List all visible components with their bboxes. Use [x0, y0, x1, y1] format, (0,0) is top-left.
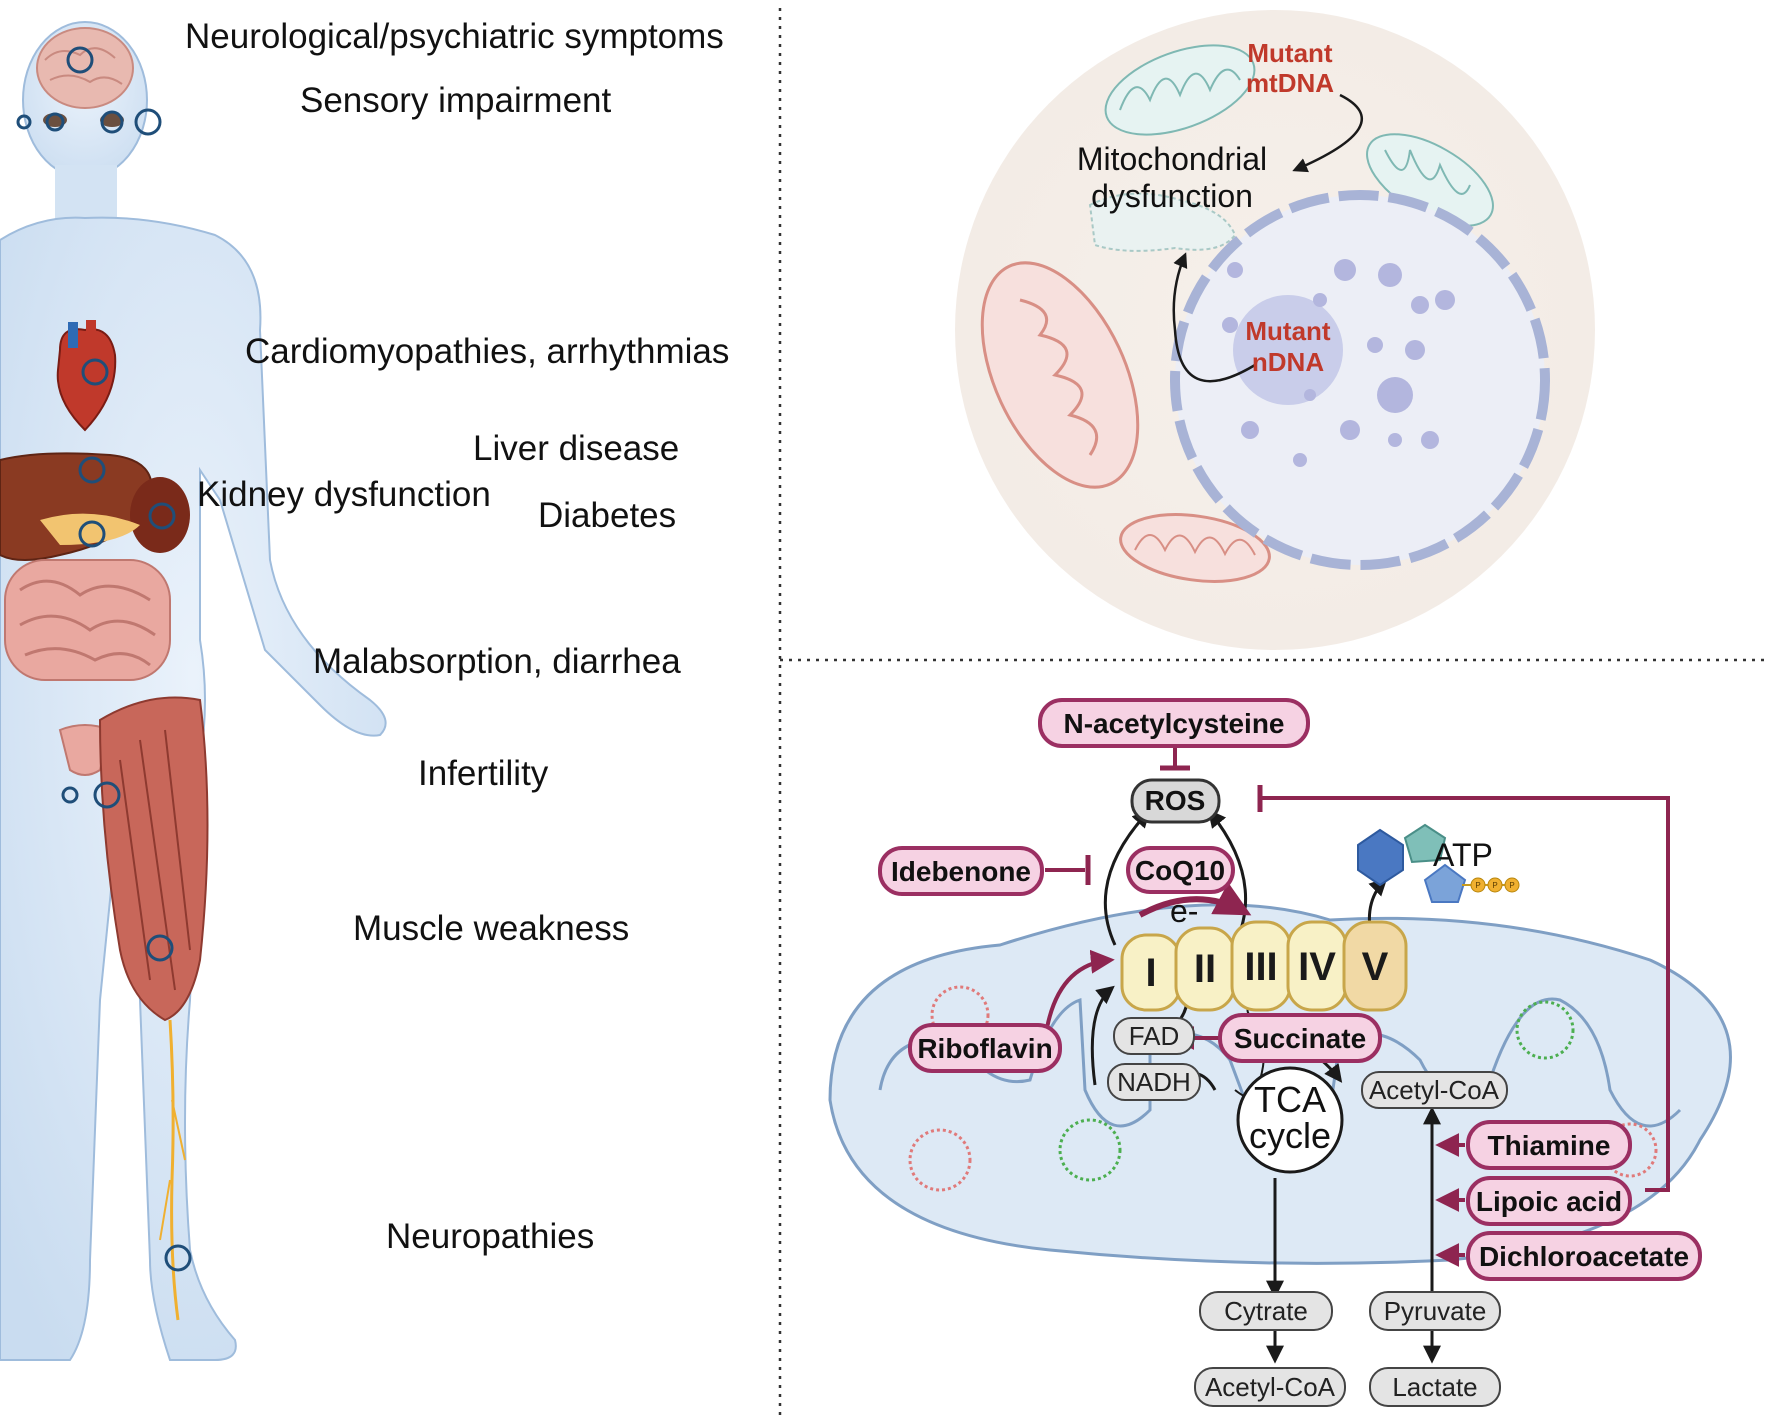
- drug-label-idebenone: Idebenone: [891, 856, 1031, 887]
- drug-label-coq10: CoQ10: [1135, 855, 1225, 886]
- metabolite-pills: ROS FAD NADH Acetyl-CoA Cytrate Acetyl-C…: [1107, 778, 1508, 1407]
- symptom-labels: Neurological/psychiatric symptoms Sensor…: [185, 17, 729, 1256]
- symptom-label-liver: Liver disease: [473, 429, 679, 468]
- cytrate-label: Cytrate: [1224, 1296, 1308, 1326]
- symptom-label-malabsorption: Malabsorption, diarrhea: [313, 642, 681, 681]
- complex-I-label: I: [1145, 951, 1156, 995]
- symptom-label-diabetes: Diabetes: [538, 496, 676, 535]
- cell-illustration: [955, 10, 1595, 650]
- drug-label-dichloroacetate: Dichloroacetate: [1479, 1241, 1689, 1272]
- phosphate-label-3: P: [1509, 881, 1514, 890]
- phosphate-label-1: P: [1475, 881, 1480, 890]
- drug-coq10: CoQ10: [1126, 846, 1235, 894]
- mutant-ndna-label-line1: Mutant: [1245, 316, 1331, 346]
- mtdna-circle-icon: [1602, 1122, 1658, 1178]
- electron-label: e-: [1170, 893, 1198, 929]
- symptom-leaders: [16, 46, 732, 1272]
- drug-succinate: Succinate: [1218, 1013, 1382, 1063]
- complex-V-label: V: [1362, 945, 1389, 989]
- drug-label-succinate: Succinate: [1234, 1023, 1366, 1054]
- symptom-label-cardio: Cardiomyopathies, arrhythmias: [245, 332, 729, 371]
- cytrate-pill: Cytrate: [1199, 1291, 1333, 1331]
- fad-label: FAD: [1129, 1021, 1180, 1051]
- tca-cycle-circle: [1236, 1066, 1344, 1174]
- mtdna-circle-icon: [1058, 1118, 1122, 1182]
- complex-IV-label: IV: [1298, 945, 1336, 989]
- atp-molecule-icon: P P P: [1357, 823, 1520, 903]
- acetyl-coa-top-label: Acetyl-CoA: [1369, 1075, 1500, 1105]
- drug-thiamine: Thiamine: [1466, 1120, 1632, 1170]
- drug-riboflavin: Riboflavin: [908, 1023, 1062, 1073]
- drug-nac: N-acetylcysteine: [1038, 698, 1310, 748]
- mitochondrion-red-icon: [980, 261, 1140, 489]
- symptom-label-muscle: Muscle weakness: [353, 909, 629, 948]
- ros-label: ROS: [1145, 785, 1206, 816]
- lactate-label: Lactate: [1392, 1372, 1477, 1402]
- damaged-mitochondrion-icon: [1088, 192, 1237, 252]
- ros-pill: ROS: [1130, 778, 1221, 824]
- symptom-label-neuropathies: Neuropathies: [386, 1217, 594, 1256]
- symptom-label-infertility: Infertility: [418, 754, 549, 793]
- symptom-label-kidney: Kidney dysfunction: [197, 475, 491, 514]
- tca-label-line1: TCA: [1254, 1079, 1326, 1120]
- nucleus-icon: [1170, 190, 1550, 570]
- brain-icon: [36, 27, 134, 109]
- mtdna-circle-icon: [1515, 1000, 1575, 1060]
- mtdna-circle-icon: [908, 1128, 972, 1192]
- tca-label-line2: cycle: [1249, 1115, 1331, 1156]
- acetyl-coa-bottom-pill: Acetyl-CoA: [1194, 1367, 1346, 1407]
- cell-labels: Mutant mtDNA Mitochondrial dysfunction M…: [1077, 38, 1334, 377]
- human-body-illustration: [0, 21, 387, 1361]
- complex-II-label: II: [1194, 947, 1216, 991]
- mitochondrion-red-icon: [1119, 513, 1271, 583]
- mutant-mtdna-label-line1: Mutant: [1247, 38, 1333, 68]
- drug-pills: N-acetylcysteine Idebenone CoQ10 Ribofla…: [878, 698, 1702, 1281]
- pyruvate-pill: Pyruvate: [1369, 1291, 1501, 1331]
- drug-label-riboflavin: Riboflavin: [917, 1033, 1052, 1064]
- acetyl-coa-bottom-label: Acetyl-CoA: [1205, 1372, 1336, 1402]
- nadh-label: NADH: [1117, 1067, 1191, 1097]
- mutant-ndna-label-line2: nDNA: [1252, 347, 1324, 377]
- lactate-pill: Lactate: [1369, 1367, 1501, 1407]
- symptom-label-neurological: Neurological/psychiatric symptoms: [185, 17, 724, 56]
- symptom-label-sensory: Sensory impairment: [300, 81, 611, 120]
- drug-lipoic-acid: Lipoic acid: [1466, 1176, 1632, 1226]
- fad-pill: FAD: [1113, 1017, 1195, 1055]
- drug-label-lipoic-acid: Lipoic acid: [1476, 1186, 1622, 1217]
- acetyl-coa-top-pill: Acetyl-CoA: [1361, 1071, 1508, 1109]
- drug-dichloroacetate: Dichloroacetate: [1466, 1231, 1702, 1281]
- complex-III-label: III: [1244, 945, 1277, 989]
- mutant-mtdna-label-line2: mtDNA: [1246, 68, 1334, 98]
- atp-label: ATP: [1433, 837, 1493, 873]
- drug-label-thiamine: Thiamine: [1488, 1130, 1611, 1161]
- pyruvate-label: Pyruvate: [1384, 1296, 1487, 1326]
- phosphate-label-2: P: [1492, 881, 1497, 890]
- mito-dysfunction-label-line1: Mitochondrial: [1077, 141, 1267, 177]
- etc-complexes: I II III IV V: [1120, 920, 1408, 1012]
- drug-label-nac: N-acetylcysteine: [1063, 708, 1284, 739]
- mitochondrion-teal-icon: [1104, 44, 1256, 136]
- complex-V-shape: [1342, 920, 1408, 1012]
- intestine-icon: [4, 559, 171, 681]
- nadh-pill: NADH: [1107, 1063, 1201, 1101]
- reproductive-icon: [58, 724, 112, 776]
- pancreas-icon: [40, 513, 140, 545]
- muscle-icon: [98, 696, 209, 1022]
- mito-dysfunction-label-line2: dysfunction: [1091, 178, 1253, 214]
- nerve-icon: [168, 1019, 180, 1321]
- drug-idebenone: Idebenone: [878, 846, 1044, 896]
